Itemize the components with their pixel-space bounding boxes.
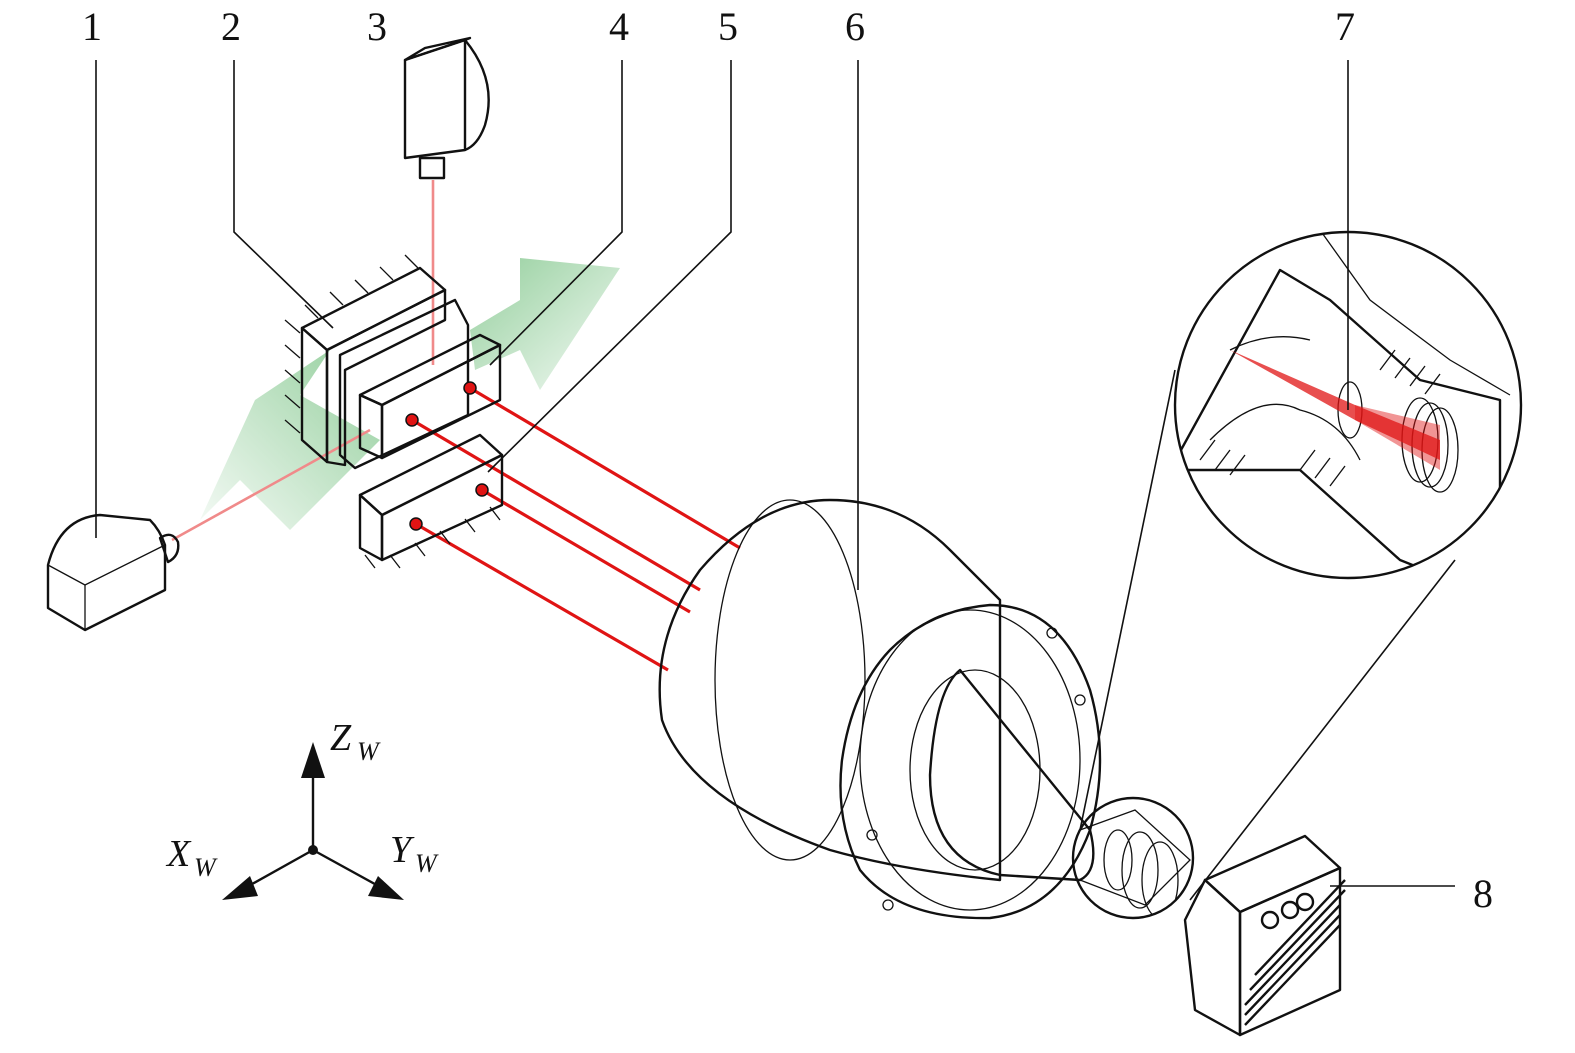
world-coordinate-axes: Z W X W Y W <box>165 717 439 900</box>
camera-3 <box>403 36 490 180</box>
z-axis-arrow-icon <box>301 742 325 778</box>
label-3: 3 <box>367 4 387 49</box>
stage-block-2 <box>284 254 470 470</box>
y-axis-subscript: W <box>415 849 439 878</box>
laser-beam-4 <box>415 522 669 672</box>
sensor-1 <box>46 513 180 632</box>
label-6: 6 <box>845 4 865 49</box>
detector-8 <box>1183 834 1346 1037</box>
emitter-bar-5 <box>358 433 504 569</box>
leader-lines <box>95 60 1455 887</box>
motion-arrow-up-right <box>470 258 620 390</box>
label-7: 7 <box>1335 4 1355 49</box>
x-axis-arrow-icon <box>222 876 258 900</box>
housing-6 <box>658 498 1191 920</box>
x-axis-label: X <box>165 833 192 875</box>
emitter-bar-4 <box>358 333 502 460</box>
ground-hatching <box>284 254 419 434</box>
label-1: 1 <box>82 4 102 49</box>
laser-beam-2 <box>411 418 701 592</box>
label-2: 2 <box>221 4 241 49</box>
z-axis-label: Z <box>330 717 352 759</box>
y-axis-label: Y <box>390 829 415 871</box>
horizontal-laser-beam <box>171 428 371 542</box>
laser-beams <box>171 180 741 672</box>
label-8: 8 <box>1473 871 1493 916</box>
z-axis-subscript: W <box>357 737 381 766</box>
zoomed-detail <box>1175 232 1511 578</box>
label-5: 5 <box>718 4 738 49</box>
magnifier-callout <box>1071 230 1523 920</box>
motion-arrow-down-left <box>200 350 380 530</box>
x-axis-subscript: W <box>194 853 218 882</box>
label-4: 4 <box>609 4 629 49</box>
y-axis-arrow-icon <box>368 876 404 900</box>
laser-beam-3 <box>481 488 691 614</box>
laser-beam-1 <box>469 386 741 550</box>
